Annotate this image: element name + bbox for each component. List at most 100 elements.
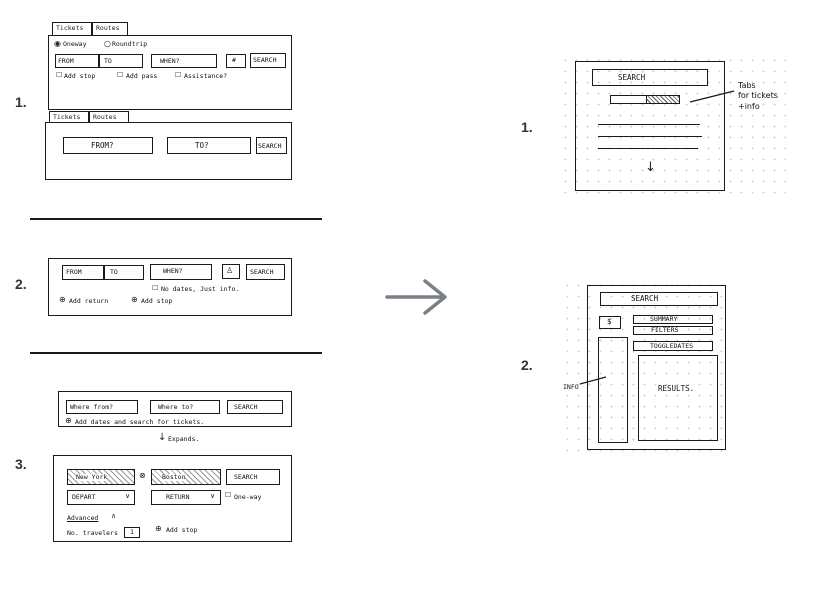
to-field-1b bbox=[167, 137, 251, 154]
from-field-text: FROM bbox=[58, 57, 74, 65]
search-button-3a-text: SEARCH bbox=[234, 403, 258, 411]
content-line bbox=[598, 148, 698, 150]
search-button-2 bbox=[246, 264, 285, 280]
search-button-1b bbox=[256, 137, 287, 154]
info-panel bbox=[598, 337, 628, 443]
tab-tickets: Tickets bbox=[52, 22, 92, 36]
from-field bbox=[55, 54, 99, 68]
radio-oneway-label: Oneway bbox=[63, 40, 87, 48]
where-to-field bbox=[150, 400, 220, 414]
checkbox-icon: ☐ bbox=[225, 491, 232, 499]
to-field-text: TO bbox=[104, 57, 112, 65]
tab-tickets: Tickets bbox=[49, 111, 89, 123]
search-button-2-text: SEARCH bbox=[250, 268, 274, 276]
from-field-2 bbox=[62, 265, 104, 280]
label-number-1: 1. bbox=[15, 94, 27, 110]
when-field-2-text: WHEN? bbox=[163, 267, 183, 275]
content-line bbox=[598, 136, 702, 138]
from-field-2-text: FROM bbox=[66, 268, 82, 276]
search-button-1b-text: SEARCH bbox=[258, 142, 282, 150]
radio-selected-icon: ◉ bbox=[54, 39, 61, 48]
results-panel bbox=[638, 355, 718, 441]
check-add-stop: Add stop bbox=[64, 72, 96, 80]
person-icon: ♙ bbox=[226, 266, 234, 275]
when-field-text: WHEN? bbox=[160, 57, 180, 65]
result-sketch-2-frame bbox=[587, 285, 726, 450]
label-number-right-2: 2. bbox=[521, 357, 533, 373]
no-dates-label: No dates, Just info. bbox=[161, 285, 240, 293]
where-from-field bbox=[66, 400, 138, 414]
swap-icon: ⊗ bbox=[139, 471, 146, 480]
radio-roundtrip-label: Roundtrip bbox=[112, 40, 148, 48]
boston-field bbox=[151, 469, 221, 485]
info-annotation: INFO bbox=[563, 383, 579, 391]
travelers-box bbox=[124, 527, 140, 538]
return-select bbox=[151, 490, 221, 505]
from-field-1b bbox=[63, 137, 153, 154]
search-bar-r1 bbox=[592, 69, 708, 86]
dotted-paper-2 bbox=[562, 280, 730, 460]
arrow-down-icon: ↓ bbox=[158, 432, 167, 443]
where-from-text: Where from? bbox=[70, 403, 114, 411]
summary-text: SUMMARY bbox=[650, 315, 678, 323]
when-field bbox=[151, 54, 217, 68]
search-button-1a-text: SEARCH bbox=[253, 56, 277, 64]
check-add-pass: Add pass bbox=[126, 72, 158, 80]
checkbox-icon: ☐ bbox=[56, 71, 63, 79]
sketch-1a-frame bbox=[48, 35, 292, 110]
add-return-label: Add return bbox=[69, 297, 109, 305]
from-field-1b-text: FROM? bbox=[91, 141, 114, 150]
search-button-3b-text: SEARCH bbox=[234, 473, 258, 481]
search-button-1a bbox=[250, 53, 286, 68]
return-text: RETURN bbox=[166, 493, 190, 501]
advanced-label: Advanced bbox=[67, 514, 99, 522]
arrow-down-icon: ↓ bbox=[645, 160, 656, 175]
passenger-box bbox=[226, 54, 246, 68]
annotation-pointer bbox=[689, 90, 735, 103]
search-button-3a bbox=[227, 400, 283, 414]
where-to-text: Where to? bbox=[158, 403, 194, 411]
dollar-icon: $ bbox=[607, 317, 612, 326]
label-number-2: 2. bbox=[15, 276, 27, 292]
passenger-box-text: # bbox=[232, 56, 236, 64]
expands-label: Expands. bbox=[168, 435, 200, 443]
divider-2 bbox=[30, 352, 322, 354]
new-york-text: New York bbox=[76, 473, 108, 481]
tab-routes: Routes bbox=[92, 22, 128, 36]
check-assistance: Assistance? bbox=[184, 72, 228, 80]
search-bar-r2 bbox=[600, 292, 718, 306]
depart-text: DEPART bbox=[72, 493, 96, 501]
one-way-label: One-way bbox=[234, 493, 262, 501]
checkbox-icon: ☐ bbox=[175, 71, 182, 79]
depart-select bbox=[67, 490, 135, 505]
filters-text: FILTERS bbox=[651, 326, 679, 334]
results-text: RESULTS. bbox=[658, 384, 695, 393]
checkbox-icon: ☐ bbox=[117, 71, 124, 79]
chevron-down-icon: ∨ bbox=[210, 492, 216, 500]
to-field-1b-text: TO? bbox=[195, 141, 209, 150]
divider-1 bbox=[30, 218, 322, 220]
checkbox-icon: ☐ bbox=[152, 284, 159, 292]
arrow-right-icon bbox=[385, 279, 447, 315]
radio-empty-icon: ○ bbox=[104, 39, 111, 48]
boston-text: Boston bbox=[162, 473, 186, 481]
summary-bar bbox=[633, 315, 713, 324]
search-bar-r1-text: SEARCH bbox=[618, 73, 646, 82]
tab-active-hatched bbox=[646, 95, 680, 104]
filters-bar bbox=[633, 326, 713, 335]
label-number-3: 3. bbox=[15, 456, 27, 472]
price-box bbox=[599, 316, 621, 329]
plus-circle-icon: ⊕ bbox=[155, 524, 162, 533]
add-dates-hint: Add dates and search for tickets. bbox=[75, 418, 205, 426]
to-field-2 bbox=[104, 265, 144, 280]
annotation-pointer bbox=[579, 376, 607, 385]
tabs-annotation: Tabs for tickets +info bbox=[738, 81, 778, 111]
search-bar-r2-text: SEARCH bbox=[631, 294, 659, 303]
passenger-box-2 bbox=[222, 264, 240, 279]
to-field-2-text: TO bbox=[110, 268, 118, 276]
when-field-2 bbox=[150, 264, 212, 280]
chevron-up-icon: ∧ bbox=[111, 512, 117, 520]
to-field bbox=[99, 54, 143, 68]
result-sketch-1-frame bbox=[575, 61, 725, 191]
travelers-label: No. travelers bbox=[67, 529, 118, 537]
